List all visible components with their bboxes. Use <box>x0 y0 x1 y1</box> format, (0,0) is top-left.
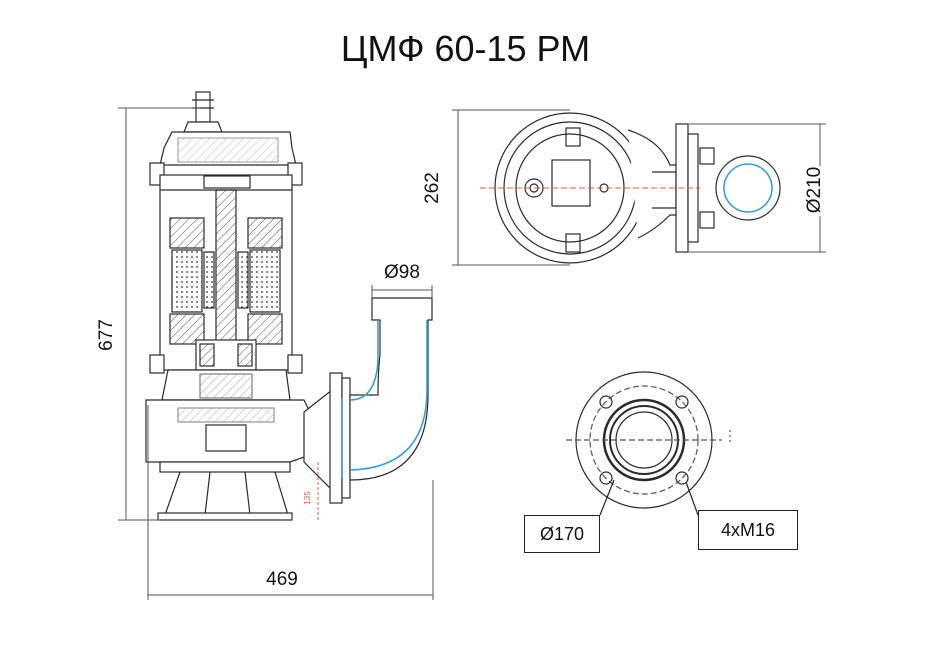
front-view <box>145 91 433 521</box>
top-depth-dimension: 262 <box>422 172 443 204</box>
flange-view <box>566 371 731 509</box>
bolts-label: 4xM16 <box>698 510 798 550</box>
width-dimension: 469 <box>266 569 298 590</box>
flange-outer-dimension: Ø210 <box>804 167 825 213</box>
top-view <box>494 112 781 264</box>
front-dimensions <box>118 107 434 600</box>
bolt-circle-label: Ø170 <box>524 515 600 553</box>
height-dimension: 677 <box>96 319 117 351</box>
drawing-title: ЦМФ 60-15 РМ <box>340 28 591 69</box>
outlet-diameter-dimension: Ø98 <box>384 262 420 283</box>
top-dimensions <box>452 109 826 266</box>
small-height-dimension: 135 <box>303 491 312 505</box>
